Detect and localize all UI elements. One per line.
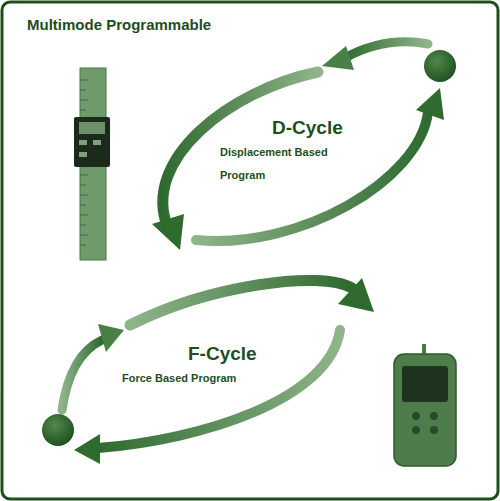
cycle-heading: F-Cycle	[188, 343, 298, 365]
ruler-illustration	[74, 68, 110, 260]
start-ball	[424, 50, 456, 82]
start-ball	[42, 414, 74, 446]
cycle-heading: D-Cycle	[272, 117, 382, 139]
diagram-title: Multimode Programmable	[27, 16, 211, 33]
force-gauge-illustration	[394, 344, 456, 466]
cycle-description: Force Based Program	[122, 370, 272, 386]
cycle-description: Displacement Based Program	[220, 141, 342, 187]
d-cycle-arrows	[152, 42, 444, 250]
f-cycle-arrows	[62, 278, 374, 464]
